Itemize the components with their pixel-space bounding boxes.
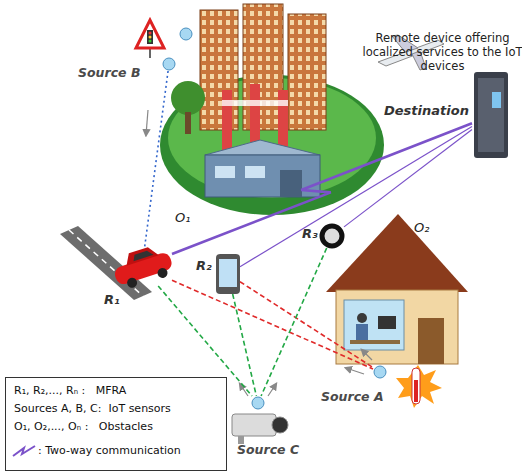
legend-text: : Two-way communication <box>38 444 181 457</box>
link-line <box>233 294 257 396</box>
person <box>357 313 367 323</box>
server-screen <box>492 92 501 108</box>
node-label: O₂ <box>414 220 429 236</box>
node-label: O₁ <box>175 210 190 226</box>
link-line <box>172 280 373 369</box>
connector-line <box>172 123 472 254</box>
node-label: Source A <box>321 389 384 404</box>
sensor-node: Source B <box>162 57 176 71</box>
light <box>149 40 152 43</box>
chimney <box>278 90 288 152</box>
wheel <box>126 276 139 289</box>
factory-window <box>245 166 265 178</box>
server-panel <box>478 78 504 152</box>
car <box>110 242 176 292</box>
legend-box: R₁, R₂,..., Rₙ : MFRA Sources A, B, C: Io… <box>5 377 227 471</box>
phone-screen <box>219 259 237 287</box>
relay-node: R₃ <box>320 224 344 248</box>
node-label: R₂ <box>196 258 212 274</box>
sensor-dot <box>252 397 264 409</box>
desk <box>350 340 400 344</box>
factory-window <box>215 166 235 178</box>
node-label: R₃ <box>302 226 318 242</box>
factory-roof <box>205 140 320 155</box>
sensor-dot <box>180 28 192 40</box>
connector-line <box>233 294 257 396</box>
monitor <box>378 316 396 329</box>
node-label: Destination <box>384 103 469 119</box>
sensor-dot <box>374 366 386 378</box>
connector-line <box>172 280 373 369</box>
phone <box>216 254 240 294</box>
light <box>149 36 152 39</box>
server-node: Remote device offering localized service… <box>472 70 510 160</box>
sensor-node: Source A <box>373 365 387 379</box>
server <box>474 72 508 158</box>
two-way-link <box>172 123 472 254</box>
tree-trunk <box>185 112 191 134</box>
legend-text: Sources A, B, C: IoT sensors <box>14 402 171 415</box>
explosion <box>396 365 442 408</box>
zigzag-sample <box>13 446 35 456</box>
legend-sample <box>12 444 36 458</box>
legend-text: O₁, O₂,..., Oₙ : Obstacles <box>14 420 153 433</box>
tower <box>243 4 283 130</box>
house-wall <box>336 290 458 364</box>
traffic-light <box>147 30 153 44</box>
thermometer <box>412 368 420 404</box>
emission-arrow <box>346 368 364 374</box>
wheel <box>156 267 169 280</box>
thermometer-fill <box>414 380 418 402</box>
emission-arrow <box>146 110 148 135</box>
node-label: Source C <box>237 442 299 457</box>
connector-line <box>344 129 472 226</box>
smart-watch <box>322 226 342 246</box>
tree <box>171 81 205 115</box>
obstacle-node: O₁ <box>160 62 384 212</box>
obstacle-node: O₂ <box>334 220 458 365</box>
sensor-node: Source C <box>251 396 265 410</box>
connector-line <box>240 126 472 266</box>
relay-node: R₂ <box>216 254 240 294</box>
factory-door <box>280 170 302 197</box>
link-line <box>344 129 472 226</box>
connector-line <box>145 71 169 248</box>
house-door <box>418 318 444 364</box>
legend-text: R₁, R₂,..., Rₙ : MFRA <box>14 384 126 397</box>
car-window <box>132 249 154 261</box>
person-body <box>356 324 368 340</box>
relay-node: R₁ <box>112 248 172 286</box>
warning-sign <box>136 20 164 48</box>
camera <box>232 414 276 436</box>
sensor-dot <box>163 58 175 70</box>
link-line <box>261 248 327 396</box>
node-label: Source B <box>78 65 140 80</box>
link-line <box>145 71 169 248</box>
node-label: R₁ <box>104 292 120 308</box>
node-heading: Remote device offering localized service… <box>360 32 522 73</box>
chimney <box>222 90 232 152</box>
chimney-stripe <box>222 100 288 106</box>
house-window <box>344 300 404 350</box>
tower <box>200 10 238 130</box>
connector-line <box>261 248 327 396</box>
link-line <box>240 126 472 266</box>
house-roof <box>326 214 468 292</box>
car-roof <box>123 245 159 266</box>
camera-lens <box>272 417 288 433</box>
light <box>149 32 152 35</box>
emission-arrow <box>268 384 276 396</box>
emission-arrow <box>362 350 372 360</box>
tower <box>288 14 326 130</box>
